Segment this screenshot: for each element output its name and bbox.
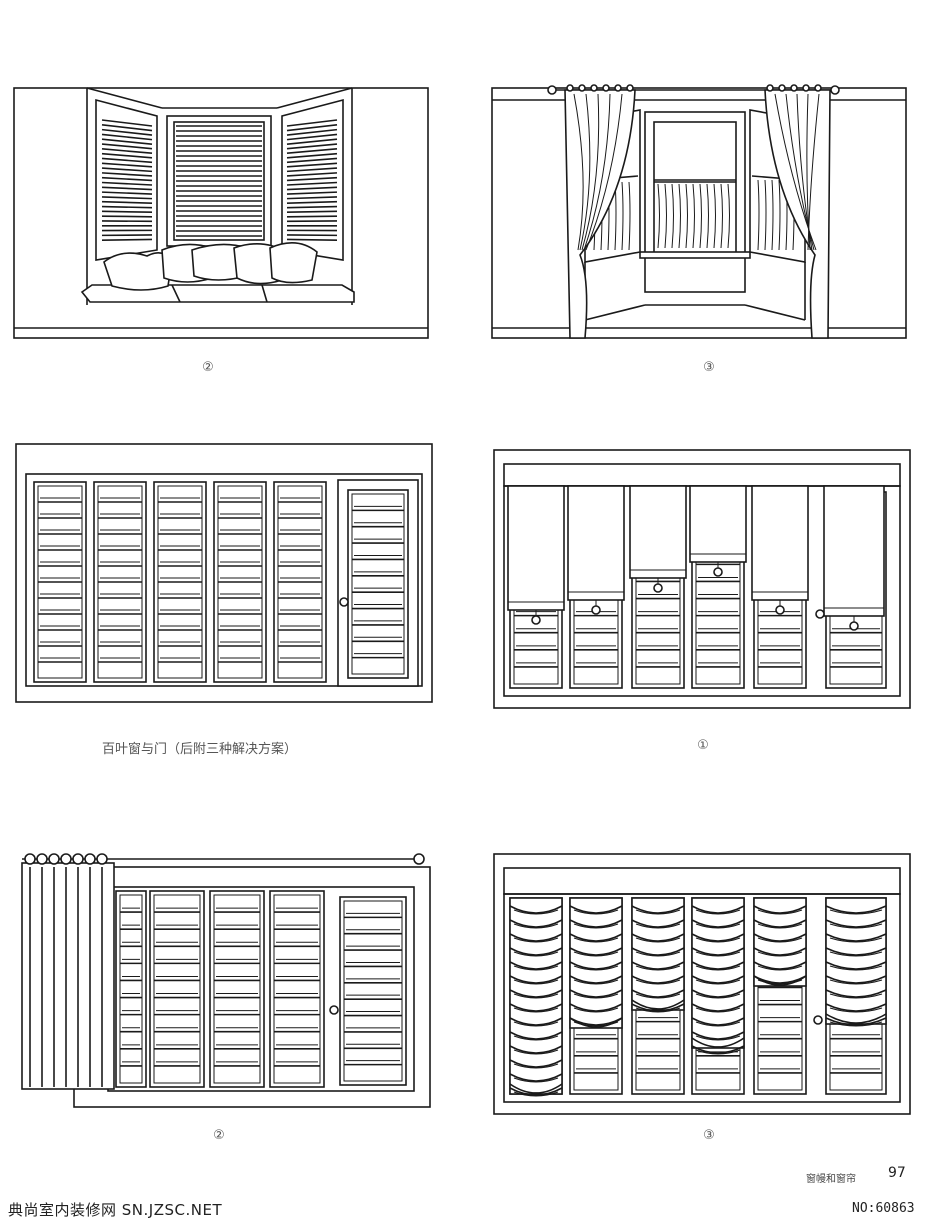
shutter-panel [153, 481, 207, 683]
caption-shutter-wall-door: 百叶窗与门（后附三种解决方案） [102, 742, 298, 757]
caption-shutters-roman-shades: ① [697, 738, 709, 753]
page-number: 97 [888, 1165, 906, 1181]
shutter-panel [149, 890, 205, 1088]
illustration-shutters-roman-shades [492, 448, 914, 713]
illustration-shutters-side-drape [14, 845, 436, 1115]
caption-bay-window-curtains: ③ [703, 360, 715, 375]
caption-bay-window-blinds: ② [202, 360, 214, 375]
watermark-site: 典尚室内装修网 SN.JZSC.NET [8, 1201, 223, 1219]
shutter-panel [33, 481, 87, 683]
footer-section-title: 窗幔和窗帘 [806, 1174, 856, 1185]
caption-shutters-austrian-shades: ③ [703, 1128, 715, 1143]
austrian-swags [509, 897, 887, 1097]
door-shutter [347, 489, 409, 679]
blind-slats [101, 119, 338, 241]
curtain-folds [566, 84, 822, 251]
illustration-shutters-austrian-shades [492, 852, 914, 1117]
caption-shutters-side-drape: ② [213, 1128, 225, 1143]
shutter-panel [93, 481, 147, 683]
illustration-bay-window-blinds [12, 80, 432, 345]
roman-shades [507, 485, 885, 631]
shutter-panel [273, 481, 327, 683]
shutter-panel [209, 890, 265, 1088]
illustration-bay-window-curtains [490, 80, 910, 345]
illustration-shutter-wall-door [14, 442, 436, 707]
side-drape [24, 853, 108, 1087]
shutter-panel [213, 481, 267, 683]
watermark-number: NO:60863 [852, 1201, 915, 1216]
shutter-panel [269, 890, 325, 1088]
door-shutter [339, 896, 407, 1086]
shutter-panel [115, 890, 147, 1088]
